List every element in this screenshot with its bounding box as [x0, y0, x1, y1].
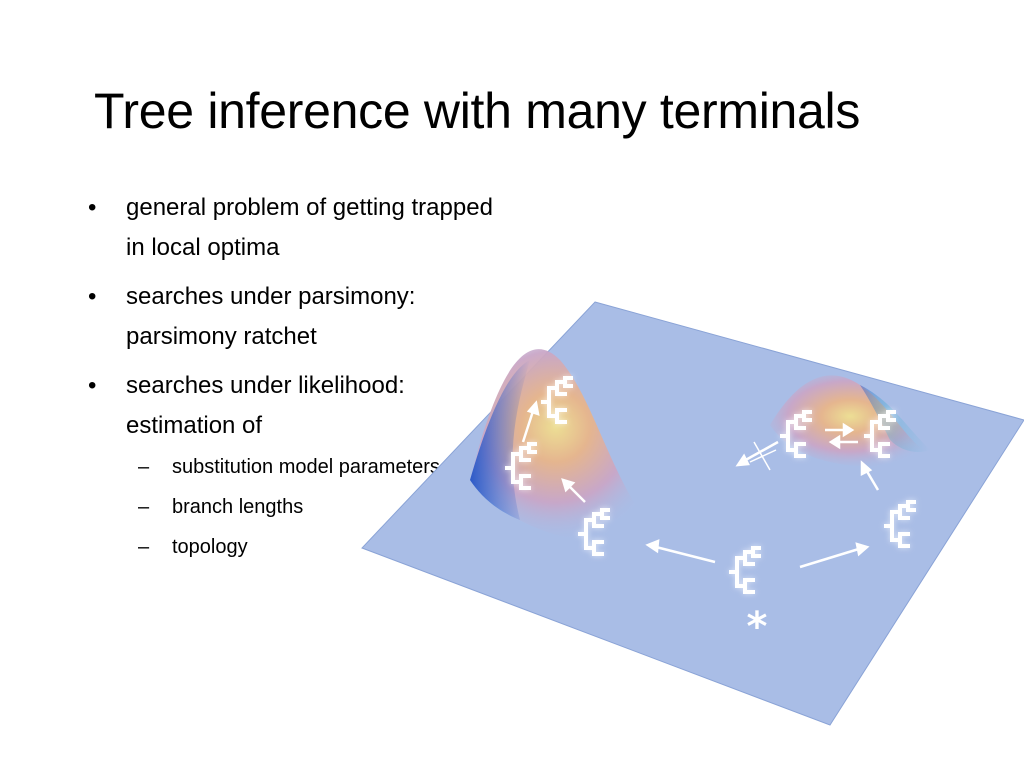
arrow-icon — [799, 542, 870, 569]
arrow-icon — [860, 460, 880, 491]
bullet-list: • general problem of getting trapped in … — [86, 188, 516, 573]
arrow-icon — [828, 434, 858, 450]
sub-bullet-marker: – — [138, 496, 150, 518]
bullet-marker: • — [88, 194, 97, 221]
blocked-path-icon — [735, 440, 779, 471]
arrow-icon — [825, 422, 855, 438]
bullet-text: searches under parsimony: parsimony ratc… — [126, 283, 416, 350]
left-peak — [470, 349, 660, 544]
sub-bullet-text: substitution model parameters — [172, 456, 440, 478]
slide-title: Tree inference with many terminals — [94, 83, 861, 139]
arrow-icon — [561, 478, 586, 503]
landscape-plane — [361, 301, 1024, 726]
bullet-item: • general problem of getting trapped in … — [86, 188, 516, 268]
sub-bullet-marker: – — [138, 536, 150, 558]
sub-bullet-item: – substitution model parameters — [126, 450, 516, 484]
arrow-icon — [645, 539, 716, 564]
bullet-item: • searches under parsimony: parsimony ra… — [86, 277, 516, 357]
sub-bullet-text: topology — [172, 536, 248, 558]
bullet-text: general problem of getting trapped in lo… — [126, 194, 493, 261]
search-arrows — [521, 400, 880, 569]
sub-bullet-item: – branch lengths — [126, 490, 516, 524]
arrow-icon — [521, 400, 540, 443]
sub-bullet-item: – topology — [126, 530, 516, 564]
bullet-text: searches under likelihood: estimation of — [126, 372, 405, 439]
start-asterisk-icon: * — [747, 604, 768, 650]
sub-bullet-text: branch lengths — [172, 496, 304, 518]
bullet-marker: • — [88, 283, 97, 310]
likelihood-landscape-figure: * — [361, 301, 1024, 726]
bullet-item: • searches under likelihood: estimation … — [86, 366, 516, 564]
sub-bullet-marker: – — [138, 456, 150, 478]
bullet-marker: • — [88, 372, 97, 399]
sub-bullet-list: – substitution model parameters – branch… — [126, 450, 516, 564]
